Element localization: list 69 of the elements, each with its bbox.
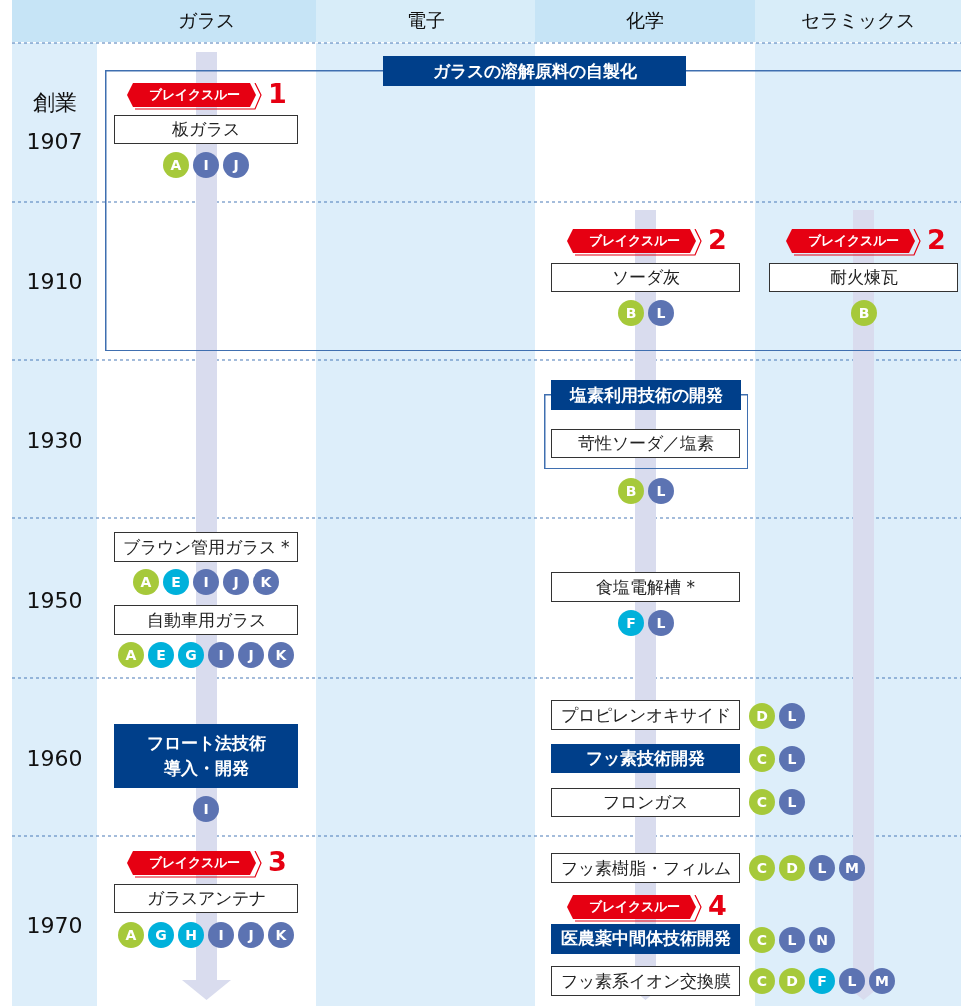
letter-badge: A <box>133 569 159 595</box>
item-box: 食塩電解槽 * <box>551 572 740 602</box>
letter-badge: K <box>253 569 279 595</box>
item-box: 耐火煉瓦 <box>769 263 958 292</box>
letter-badge: C <box>749 968 775 994</box>
breakthrough-number: 3 <box>268 848 288 878</box>
highlight-box: 医農薬中間体技術開発 <box>551 924 740 954</box>
breakthrough-number: 2 <box>708 226 728 256</box>
letter-badge: C <box>749 746 775 772</box>
item-box: ガラスアンテナ <box>114 884 298 913</box>
year-label: 1950 <box>25 586 84 615</box>
letter-badge: L <box>648 478 674 504</box>
letter-badge: E <box>148 642 174 668</box>
year-label: 1960 <box>25 744 84 773</box>
highlight-box: フロート法技術導入・開発 <box>114 724 298 788</box>
letter-badge: K <box>268 922 294 948</box>
group-heading: 塩素利用技術の開発 <box>568 383 724 407</box>
letter-badge: A <box>118 642 144 668</box>
item-box: フッ素樹脂・フィルム <box>551 853 740 883</box>
letter-badge: J <box>223 569 249 595</box>
letter-badge: I <box>193 796 219 822</box>
column-header: セラミックス <box>755 0 961 42</box>
breakthrough-number: 2 <box>927 226 947 256</box>
group-frame <box>105 56 961 351</box>
letter-badge: B <box>618 478 644 504</box>
letter-badge: I <box>193 569 219 595</box>
breakthrough-number: 4 <box>708 892 728 922</box>
year-label: 1970 <box>25 911 84 940</box>
letter-badge: D <box>749 703 775 729</box>
letter-badge: C <box>749 927 775 953</box>
letter-badge: J <box>223 152 249 178</box>
item-box: 自動車用ガラス <box>114 605 298 635</box>
item-box: 板ガラス <box>114 115 298 144</box>
letter-badge: C <box>749 855 775 881</box>
year-label: 1907 <box>25 127 84 156</box>
breakthrough-number: 1 <box>268 80 288 110</box>
letter-badge: K <box>268 642 294 668</box>
letter-badge: G <box>148 922 174 948</box>
item-box: プロピレンオキサイド <box>551 700 740 730</box>
letter-badge: I <box>193 152 219 178</box>
letter-badge: C <box>749 789 775 815</box>
year-label: 1930 <box>25 426 84 455</box>
group-frame <box>544 380 748 469</box>
column-header: 化学 <box>535 0 755 42</box>
letter-badge: B <box>618 300 644 326</box>
letter-badge: L <box>648 610 674 636</box>
letter-badge: F <box>618 610 644 636</box>
year-label: 創業 <box>31 89 78 117</box>
item-box: ソーダ灰 <box>551 263 740 292</box>
item-box: フッ素系イオン交換膜 <box>551 966 740 996</box>
item-box: ブラウン管用ガラス * <box>114 532 298 562</box>
letter-badge: H <box>178 922 204 948</box>
letter-badge: L <box>648 300 674 326</box>
item-box: フロンガス <box>551 788 740 817</box>
letter-badge: I <box>208 922 234 948</box>
year-label: 1910 <box>25 267 84 296</box>
item-box: 苛性ソーダ／塩素 <box>551 429 740 458</box>
highlight-box: フッ素技術開発 <box>551 744 740 773</box>
letter-badge: B <box>851 300 877 326</box>
letter-badge: J <box>238 922 264 948</box>
letter-badge: I <box>208 642 234 668</box>
letter-badge: J <box>238 642 264 668</box>
column-header: ガラス <box>97 0 316 42</box>
letter-badge: A <box>118 922 144 948</box>
letter-badge: A <box>163 152 189 178</box>
letter-badge: G <box>178 642 204 668</box>
group-heading: ガラスの溶解原料の自製化 <box>431 59 638 83</box>
letter-badge: E <box>163 569 189 595</box>
column-header: 電子 <box>316 0 535 42</box>
